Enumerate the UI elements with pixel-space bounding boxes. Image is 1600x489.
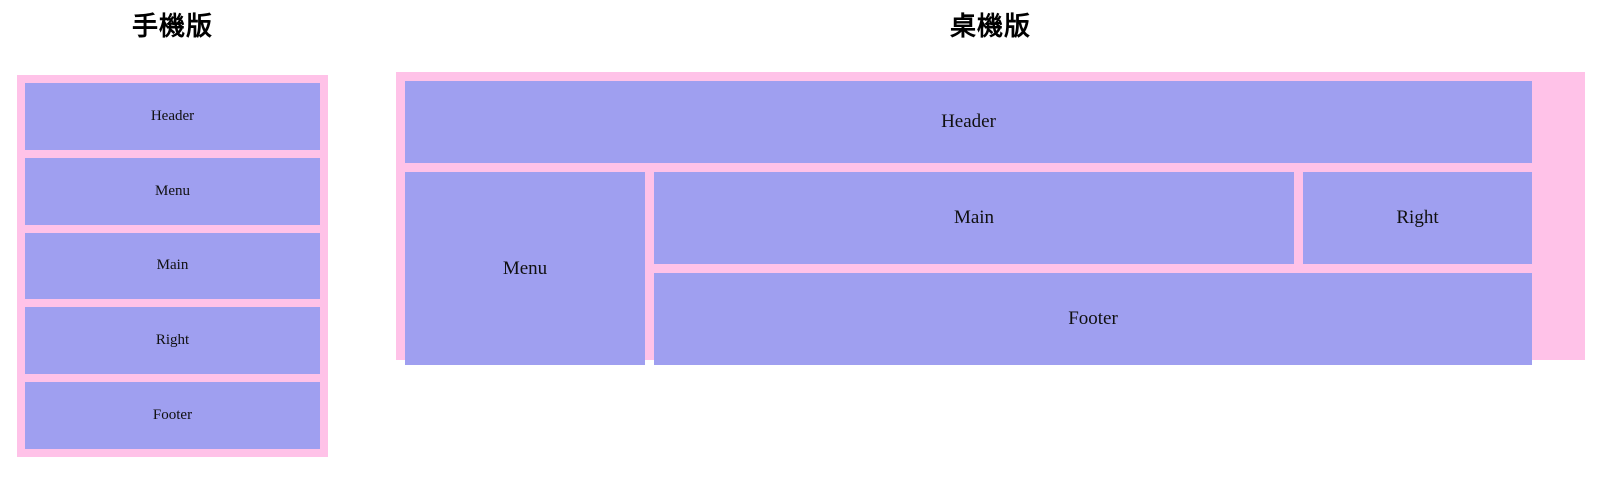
desktop-cell-header: Header <box>405 81 1532 163</box>
desktop-cell-main-label: Main <box>953 207 995 228</box>
mobile-cell-menu-label: Menu <box>155 182 190 199</box>
desktop-layout-title: 桌機版 <box>949 12 1031 42</box>
mobile-layout-container: Header Menu Main Right Footer <box>17 75 328 457</box>
mobile-cell-footer: Footer <box>25 382 320 449</box>
desktop-cell-footer: Footer <box>654 273 1532 365</box>
desktop-cell-right: Right <box>1303 172 1532 264</box>
mobile-cell-main: Main <box>25 232 320 300</box>
mobile-cell-right: Right <box>25 307 320 375</box>
mobile-layout-title: 手機版 <box>131 12 213 42</box>
mobile-cell-footer-label: Footer <box>152 407 193 424</box>
desktop-cell-main: Main <box>654 172 1294 264</box>
desktop-cell-menu-label: Menu <box>502 257 548 279</box>
desktop-cell-right-label: Right <box>1396 207 1439 228</box>
mobile-cell-header-label: Header <box>150 107 195 124</box>
desktop-cell-header-label: Header <box>941 111 996 132</box>
mobile-cell-main-label: Main <box>156 257 189 274</box>
mobile-cell-right-label: Right <box>155 332 190 349</box>
desktop-layout-container: Header Menu Main Right Footer <box>396 72 1585 365</box>
desktop-cell-footer-label: Footer <box>1068 308 1118 329</box>
mobile-cell-header: Header <box>25 83 320 150</box>
desktop-cell-menu: Menu <box>405 172 645 365</box>
mobile-cell-menu: Menu <box>25 157 320 225</box>
